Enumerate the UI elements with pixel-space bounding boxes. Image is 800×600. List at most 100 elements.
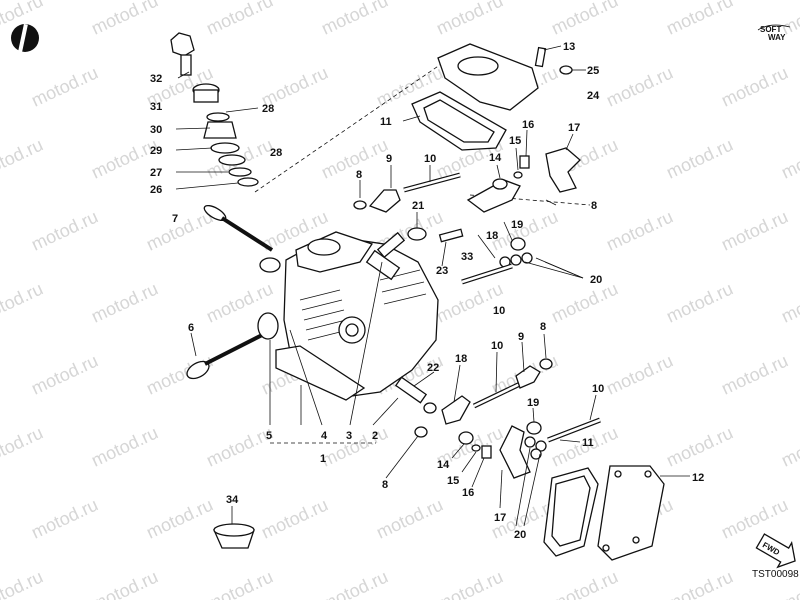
watermark-text: motod.ru — [143, 350, 216, 398]
cover-bolt-hole-2 — [644, 470, 652, 478]
watermark-text: motod.ru — [488, 206, 561, 254]
cap-part-34 — [212, 523, 255, 549]
callout-23: 23 — [436, 265, 448, 277]
callout-14-top: 14 — [489, 152, 502, 164]
watermark-text: motod.ru — [0, 278, 46, 326]
washer-part-8c — [539, 358, 553, 370]
cylinder-head-part-1 — [275, 231, 439, 401]
roller-part-14b — [458, 431, 474, 445]
callout-31: 31 — [150, 101, 162, 113]
watermark-text: motod.ru — [718, 494, 791, 542]
callout-16-bottom: 16 — [462, 487, 474, 499]
callout-10-top: 10 — [424, 153, 436, 165]
watermark-text: motod.ru — [0, 422, 46, 470]
watermark-text: motod.ru — [28, 494, 101, 542]
watermark-text: motod.ru — [318, 134, 391, 182]
retainer-part-30 — [203, 121, 237, 139]
watermark-text: motod.ru — [203, 0, 276, 39]
cover-bolt-hole-4 — [602, 544, 610, 552]
washer-part-27 — [228, 167, 252, 177]
rocker-shaft-part-10-hi — [403, 173, 461, 192]
watermark-text: motod.ru — [663, 278, 736, 326]
watermark-text: motod.ru — [88, 422, 161, 470]
bushing-part-19 — [510, 237, 526, 251]
callout-8-top: 8 — [356, 169, 362, 181]
watermark-text: motod.ru — [548, 278, 621, 326]
rocker-part-17 — [545, 147, 581, 193]
watermark-text: motod.ru — [28, 350, 101, 398]
fwd-arrow-icon: FWD — [755, 533, 796, 569]
tappet-end-part — [423, 402, 437, 414]
watermark-text: motod.ru — [718, 62, 791, 110]
callout-17-top: 17 — [568, 122, 580, 134]
assembly-dashed-line — [254, 57, 451, 193]
bushing-part-19b — [526, 421, 542, 435]
callout-18-top: 18 — [486, 230, 498, 242]
plunger-part — [376, 231, 406, 259]
watermark-text: motod.ru — [88, 0, 161, 39]
callout-2: 2 — [372, 430, 378, 442]
pin-part-15 — [513, 171, 523, 179]
brand-line-1: SOFT — [760, 25, 781, 34]
callout-14-bottom: 14 — [437, 459, 450, 471]
callout-32: 32 — [150, 73, 162, 85]
callout-8-right: 8 — [591, 200, 597, 212]
cover-bolt-hole-1 — [614, 470, 622, 478]
watermark-text: motod.ru — [663, 0, 736, 39]
watermark-text: motod.ru — [318, 0, 391, 39]
gasket-part-11b-inner — [551, 475, 591, 547]
watermark-text: motod.ru — [718, 206, 791, 254]
watermark-text: motod.ru — [433, 566, 506, 600]
watermark-text: motod.ru — [718, 350, 791, 398]
callout-16-top: 16 — [522, 119, 534, 131]
ring-part-26 — [237, 177, 259, 187]
spring-part-9 — [368, 189, 401, 213]
collet-part-28 — [206, 112, 230, 122]
callout-8-lower: 8 — [540, 321, 546, 333]
adjuster-cap-part-32 — [170, 32, 195, 57]
callout-28-upper: 28 — [262, 103, 274, 115]
callout-9-lower: 9 — [518, 331, 524, 343]
callout-5: 5 — [266, 430, 272, 442]
watermark-text: motod.ru — [88, 278, 161, 326]
cap-rim — [213, 523, 255, 537]
lower-rocker-group — [394, 358, 601, 479]
callout-6: 6 — [188, 322, 194, 334]
callout-22: 22 — [427, 362, 439, 374]
watermark-text: motod.ru — [143, 206, 216, 254]
callout-26: 26 — [150, 184, 162, 196]
valve-stem-part-7 — [220, 216, 274, 252]
watermark-text: motod.ru — [548, 566, 621, 600]
cylinder-head-port — [307, 238, 341, 256]
bolt-part-13 — [534, 46, 547, 68]
washer-part-20f — [530, 448, 542, 460]
tappet-part-22 — [394, 376, 428, 404]
washer-part-8 — [353, 200, 367, 210]
callout-33: 33 — [461, 251, 473, 263]
callout-20-top: 20 — [590, 274, 602, 286]
watermark-text: motod.ru — [318, 422, 391, 470]
brand-logo-icon — [11, 23, 39, 53]
watermark-text: motod.ru — [663, 566, 736, 600]
watermark-text: motod.ru — [548, 0, 621, 39]
washer-part-20b — [510, 254, 522, 266]
softway-logo: SOFT WAY — [757, 24, 791, 42]
watermark-text: motod.ru — [203, 566, 276, 600]
shaft-part-10c-hi — [473, 382, 521, 408]
bolt-part-23 — [438, 228, 464, 243]
callout-29: 29 — [150, 145, 162, 157]
callout-9-top: 9 — [386, 153, 392, 165]
callout-18-lower: 18 — [455, 353, 467, 365]
valve-seal-part — [259, 257, 281, 273]
callout-12: 12 — [692, 472, 704, 484]
watermark-text: motod.ru — [433, 0, 506, 39]
watermark-text: motod.ru — [258, 494, 331, 542]
callout-15-top: 15 — [509, 135, 521, 147]
watermark-text: motod.ru — [663, 422, 736, 470]
rocker-arm-part-18b — [441, 395, 471, 425]
callout-21: 21 — [412, 200, 424, 212]
callout-13: 13 — [563, 41, 575, 53]
callout-17-bottom: 17 — [494, 512, 506, 524]
top-cover-boss — [457, 56, 499, 76]
cap-part-21 — [407, 227, 427, 241]
